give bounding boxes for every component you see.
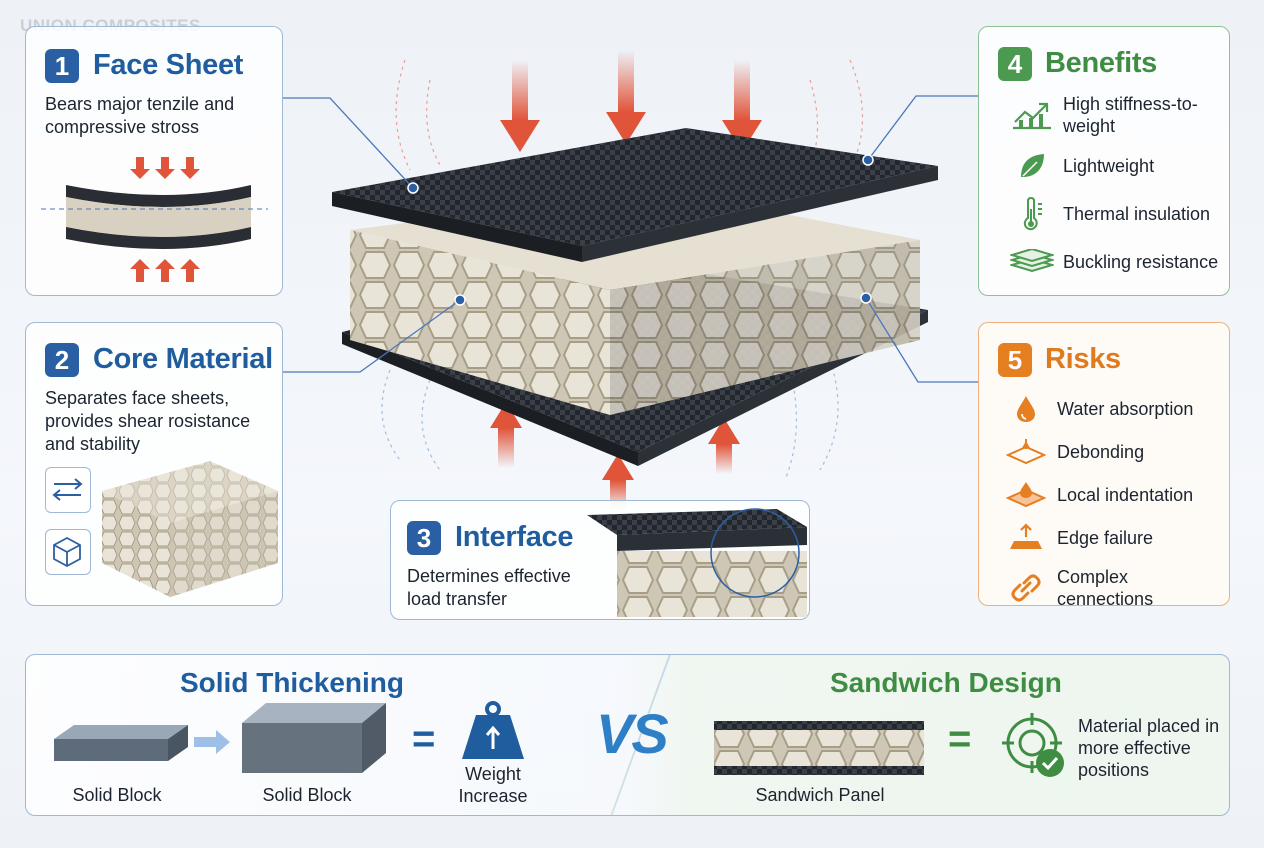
solid-thickening-title: Solid Thickening	[180, 667, 405, 698]
interface-closeup-icon	[587, 508, 807, 617]
comparison-panel: Solid Thickening Solid Block Solid Block…	[25, 654, 1230, 816]
sandwich-design-title: Sandwich Design	[830, 667, 1062, 698]
shear-arrows-icon	[45, 467, 91, 513]
thin-solid-block	[54, 725, 188, 761]
benefits-card: 4 Benefits High stiffness-to-weight Ligh…	[978, 26, 1230, 296]
core-material-number: 2	[45, 343, 79, 377]
solid-block-label-2: Solid Block	[262, 785, 352, 805]
interface-number: 3	[407, 521, 441, 555]
risk-item: Complex cennections	[1003, 566, 1229, 610]
leaf-icon	[1009, 151, 1055, 181]
vs-label: VS	[596, 702, 669, 765]
benefit-item: Lightweight	[1009, 151, 1154, 181]
solid-block-label-1: Solid Block	[72, 785, 162, 805]
benefit-label: Lightweight	[1063, 156, 1155, 176]
risk-label: Water absorption	[1057, 399, 1194, 419]
core-material-description: Separates face sheets, provides shear ro…	[45, 388, 251, 454]
core-material-title: Core Material	[93, 343, 273, 375]
risks-card: 5 Risks Water absorption Debonding Local…	[978, 322, 1230, 609]
benefit-label: High stiffness-to-weight	[1063, 94, 1198, 136]
thick-solid-block	[242, 703, 386, 773]
benefit-label: Thermal insulation	[1063, 204, 1211, 224]
edge-failure-icon	[1003, 523, 1049, 553]
sandwich-panel-illustration	[332, 50, 938, 510]
chart-up-icon	[1009, 100, 1055, 130]
interface-card: 3 Interface Determines effective load tr…	[390, 500, 810, 620]
thermometer-icon	[1009, 197, 1055, 231]
link-icon	[1003, 573, 1049, 603]
sandwich-panel-label: Sandwich Panel	[755, 785, 885, 805]
debonding-icon	[1003, 437, 1049, 467]
risk-item: Local indentation	[1003, 480, 1193, 510]
risks-title: Risks	[1045, 343, 1121, 375]
target-check-icon	[1002, 713, 1064, 777]
material-placement-label: Material placed in more effective positi…	[1078, 716, 1220, 780]
risk-label: Debonding	[1057, 442, 1145, 462]
benefits-number: 4	[998, 47, 1032, 81]
benefit-item: Buckling resistance	[1009, 247, 1218, 277]
benefit-item: Thermal insulation	[1009, 197, 1211, 231]
cube-icon	[45, 529, 91, 575]
face-sheet-card: 1 Face Sheet Bears major tenzile and com…	[25, 26, 283, 296]
honeycomb-block-icon	[102, 461, 278, 597]
layers-icon	[1009, 247, 1055, 277]
risk-item: Water absorption	[1003, 394, 1193, 424]
equals-sign-left: =	[412, 717, 436, 761]
sandwich-panel-icon	[714, 721, 924, 775]
interface-description: Determines effective load transfer	[407, 566, 571, 609]
water-drop-icon	[1003, 394, 1049, 424]
risk-item: Debonding	[1003, 437, 1144, 467]
weight-increase-label: Weight Increase	[458, 764, 528, 806]
benefits-title: Benefits	[1045, 47, 1158, 79]
risks-number: 5	[998, 343, 1032, 377]
risk-label: Edge failure	[1057, 528, 1154, 548]
equals-sign-right: =	[948, 717, 972, 761]
interface-title: Interface	[455, 521, 574, 553]
benefit-label: Buckling resistance	[1063, 252, 1219, 272]
risk-label: Local indentation	[1057, 485, 1194, 505]
indentation-icon	[1003, 480, 1049, 510]
risk-label: Complex cennections	[1057, 567, 1154, 609]
right-arrow-icon	[194, 730, 230, 754]
bending-panel-icon	[41, 157, 268, 282]
face-sheet-number: 1	[45, 49, 79, 83]
weight-icon	[462, 701, 524, 759]
face-sheet-title: Face Sheet	[93, 49, 244, 81]
face-sheet-description: Bears major tenzile and compressive stro…	[45, 94, 235, 137]
core-material-card: 2 Core Material Separates face sheets, p…	[25, 322, 283, 606]
risk-item: Edge failure	[1003, 523, 1153, 553]
benefit-item: High stiffness-to-weight	[1009, 93, 1229, 137]
